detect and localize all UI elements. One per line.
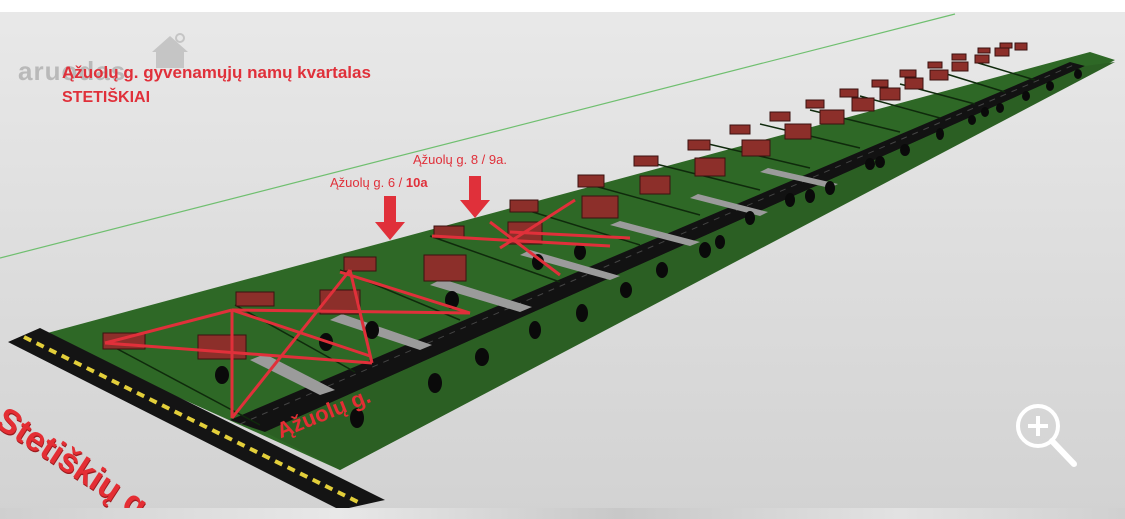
plot-label-a: Ąžuolų g. 6 / 10a — [330, 175, 428, 190]
road-marking — [23, 335, 361, 505]
plot-label-b: Ąžuolų g. 8 / 9a. — [413, 152, 507, 167]
plot-label-a-bold: 10a — [405, 175, 428, 190]
aruodas-logo: aruodas — [18, 56, 127, 86]
highlighted-plots — [104, 198, 631, 419]
inner-road — [230, 62, 1085, 432]
house-logo-icon — [152, 33, 188, 68]
trees — [215, 69, 1082, 428]
driveways — [250, 168, 838, 395]
boundary-line — [0, 13, 956, 259]
thumbnail-strip[interactable] — [0, 508, 1125, 519]
zoom-in-button[interactable] — [1010, 398, 1080, 470]
plot-label-a-text: Ąžuolų g. 6 / — [330, 175, 406, 190]
page-subtitle: STETIŠKIAI — [62, 89, 151, 106]
viewer-top-edge — [0, 0, 1125, 12]
zoom-in-icon — [1016, 404, 1077, 467]
grass-area — [40, 52, 1115, 470]
page-title: Ąžuolų g. gyvenamųjų namų kvartalas — [62, 63, 371, 82]
down-arrow-icon — [375, 176, 490, 240]
